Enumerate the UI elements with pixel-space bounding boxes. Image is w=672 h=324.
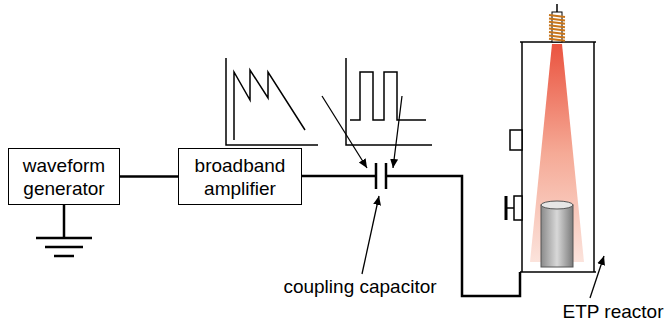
process-box: broadband amplifier: [178, 148, 302, 205]
box-label: waveform generator: [14, 154, 114, 200]
reactor: [506, 4, 596, 272]
part-label: ETP reactor: [560, 301, 665, 323]
wire: [120, 175, 178, 178]
capacitor-symbol: [376, 163, 386, 189]
process-box: waveform generator: [8, 148, 120, 205]
part-label: coupling capacitor: [281, 276, 438, 298]
box-label: broadband amplifier: [185, 154, 295, 200]
ground-symbol: [36, 205, 92, 256]
